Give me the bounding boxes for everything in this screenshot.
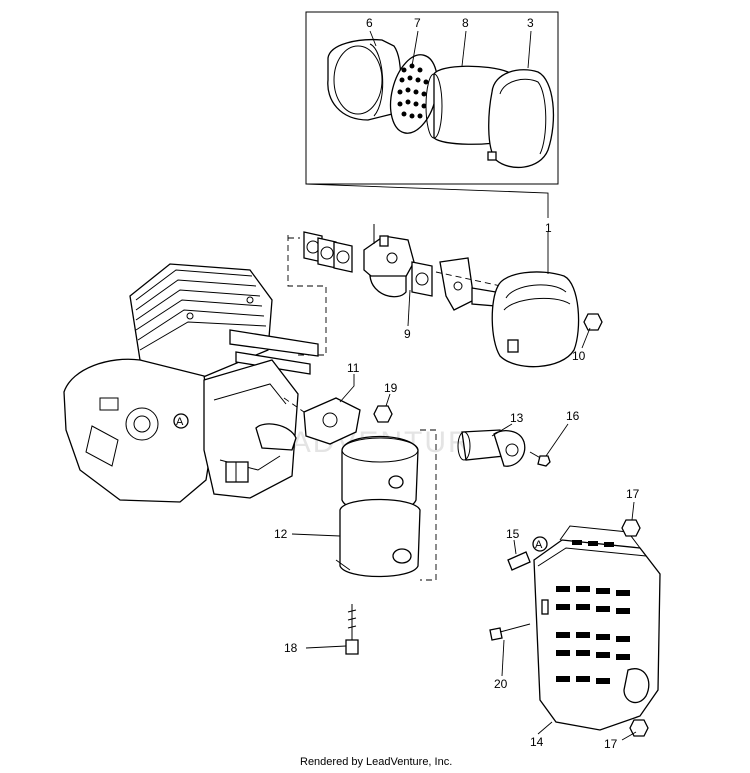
callout-15: 15 bbox=[506, 527, 520, 541]
wing-nut bbox=[583, 313, 603, 331]
air-cleaner-cover bbox=[487, 69, 555, 169]
guard-nut-top bbox=[621, 519, 641, 537]
guard-nut-bottom bbox=[629, 719, 649, 737]
carb-gasket-outer bbox=[411, 261, 433, 297]
carburetor bbox=[363, 224, 415, 298]
callout-leaders bbox=[291, 232, 637, 741]
intake-gaskets bbox=[303, 231, 353, 273]
muffler bbox=[335, 435, 421, 578]
callout-6: 6 bbox=[366, 16, 373, 30]
callout-8: 8 bbox=[462, 16, 469, 30]
callout-13: 13 bbox=[510, 411, 524, 425]
callout-3: 3 bbox=[527, 16, 534, 30]
reference-label-a-engine: A bbox=[176, 416, 184, 428]
inset-frame bbox=[305, 11, 559, 185]
muffler-guard bbox=[533, 525, 661, 731]
muffler-guard-path bbox=[420, 429, 437, 581]
callout-17-top: 17 bbox=[626, 487, 640, 501]
footer-credit: Rendered by LeadVenture, Inc. bbox=[300, 756, 452, 768]
inset-bracket bbox=[305, 183, 549, 218]
callout-10: 10 bbox=[572, 349, 586, 363]
callout-7: 7 bbox=[414, 16, 421, 30]
reference-marker-a-guard bbox=[532, 536, 548, 552]
air-cleaner-inset bbox=[305, 11, 559, 218]
engine-block bbox=[63, 263, 319, 503]
reference-marker-a-engine bbox=[173, 413, 189, 429]
callout-9: 9 bbox=[404, 327, 411, 341]
callout-20: 20 bbox=[494, 677, 508, 691]
muffler-bolt bbox=[345, 604, 359, 655]
exhaust-gasket bbox=[303, 397, 361, 445]
spark-arrestor bbox=[457, 429, 526, 467]
muffler-nut bbox=[373, 405, 393, 423]
carburetor-assembly bbox=[287, 224, 511, 356]
assembly-path-dashed bbox=[287, 235, 327, 356]
air-cleaner-base bbox=[327, 38, 402, 121]
callout-14: 14 bbox=[530, 735, 544, 749]
callout-18: 18 bbox=[284, 641, 298, 655]
guard-pin bbox=[507, 551, 531, 571]
callout-19: 19 bbox=[384, 381, 398, 395]
callout-12: 12 bbox=[274, 527, 288, 541]
callout-labels: 6 7 8 3 1 9 10 11 19 13 16 17 12 15 18 2… bbox=[274, 16, 640, 751]
callout-16: 16 bbox=[566, 409, 580, 423]
callout-11: 11 bbox=[347, 361, 360, 375]
reference-label-a-guard: A bbox=[535, 539, 543, 551]
arrestor-screw bbox=[529, 451, 551, 467]
air-cleaner-assembled bbox=[491, 271, 580, 368]
guard-bolt bbox=[489, 623, 531, 641]
callout-17-bottom: 17 bbox=[604, 737, 618, 751]
air-cleaner-bracket bbox=[439, 257, 497, 311]
callout-1: 1 bbox=[545, 221, 552, 235]
